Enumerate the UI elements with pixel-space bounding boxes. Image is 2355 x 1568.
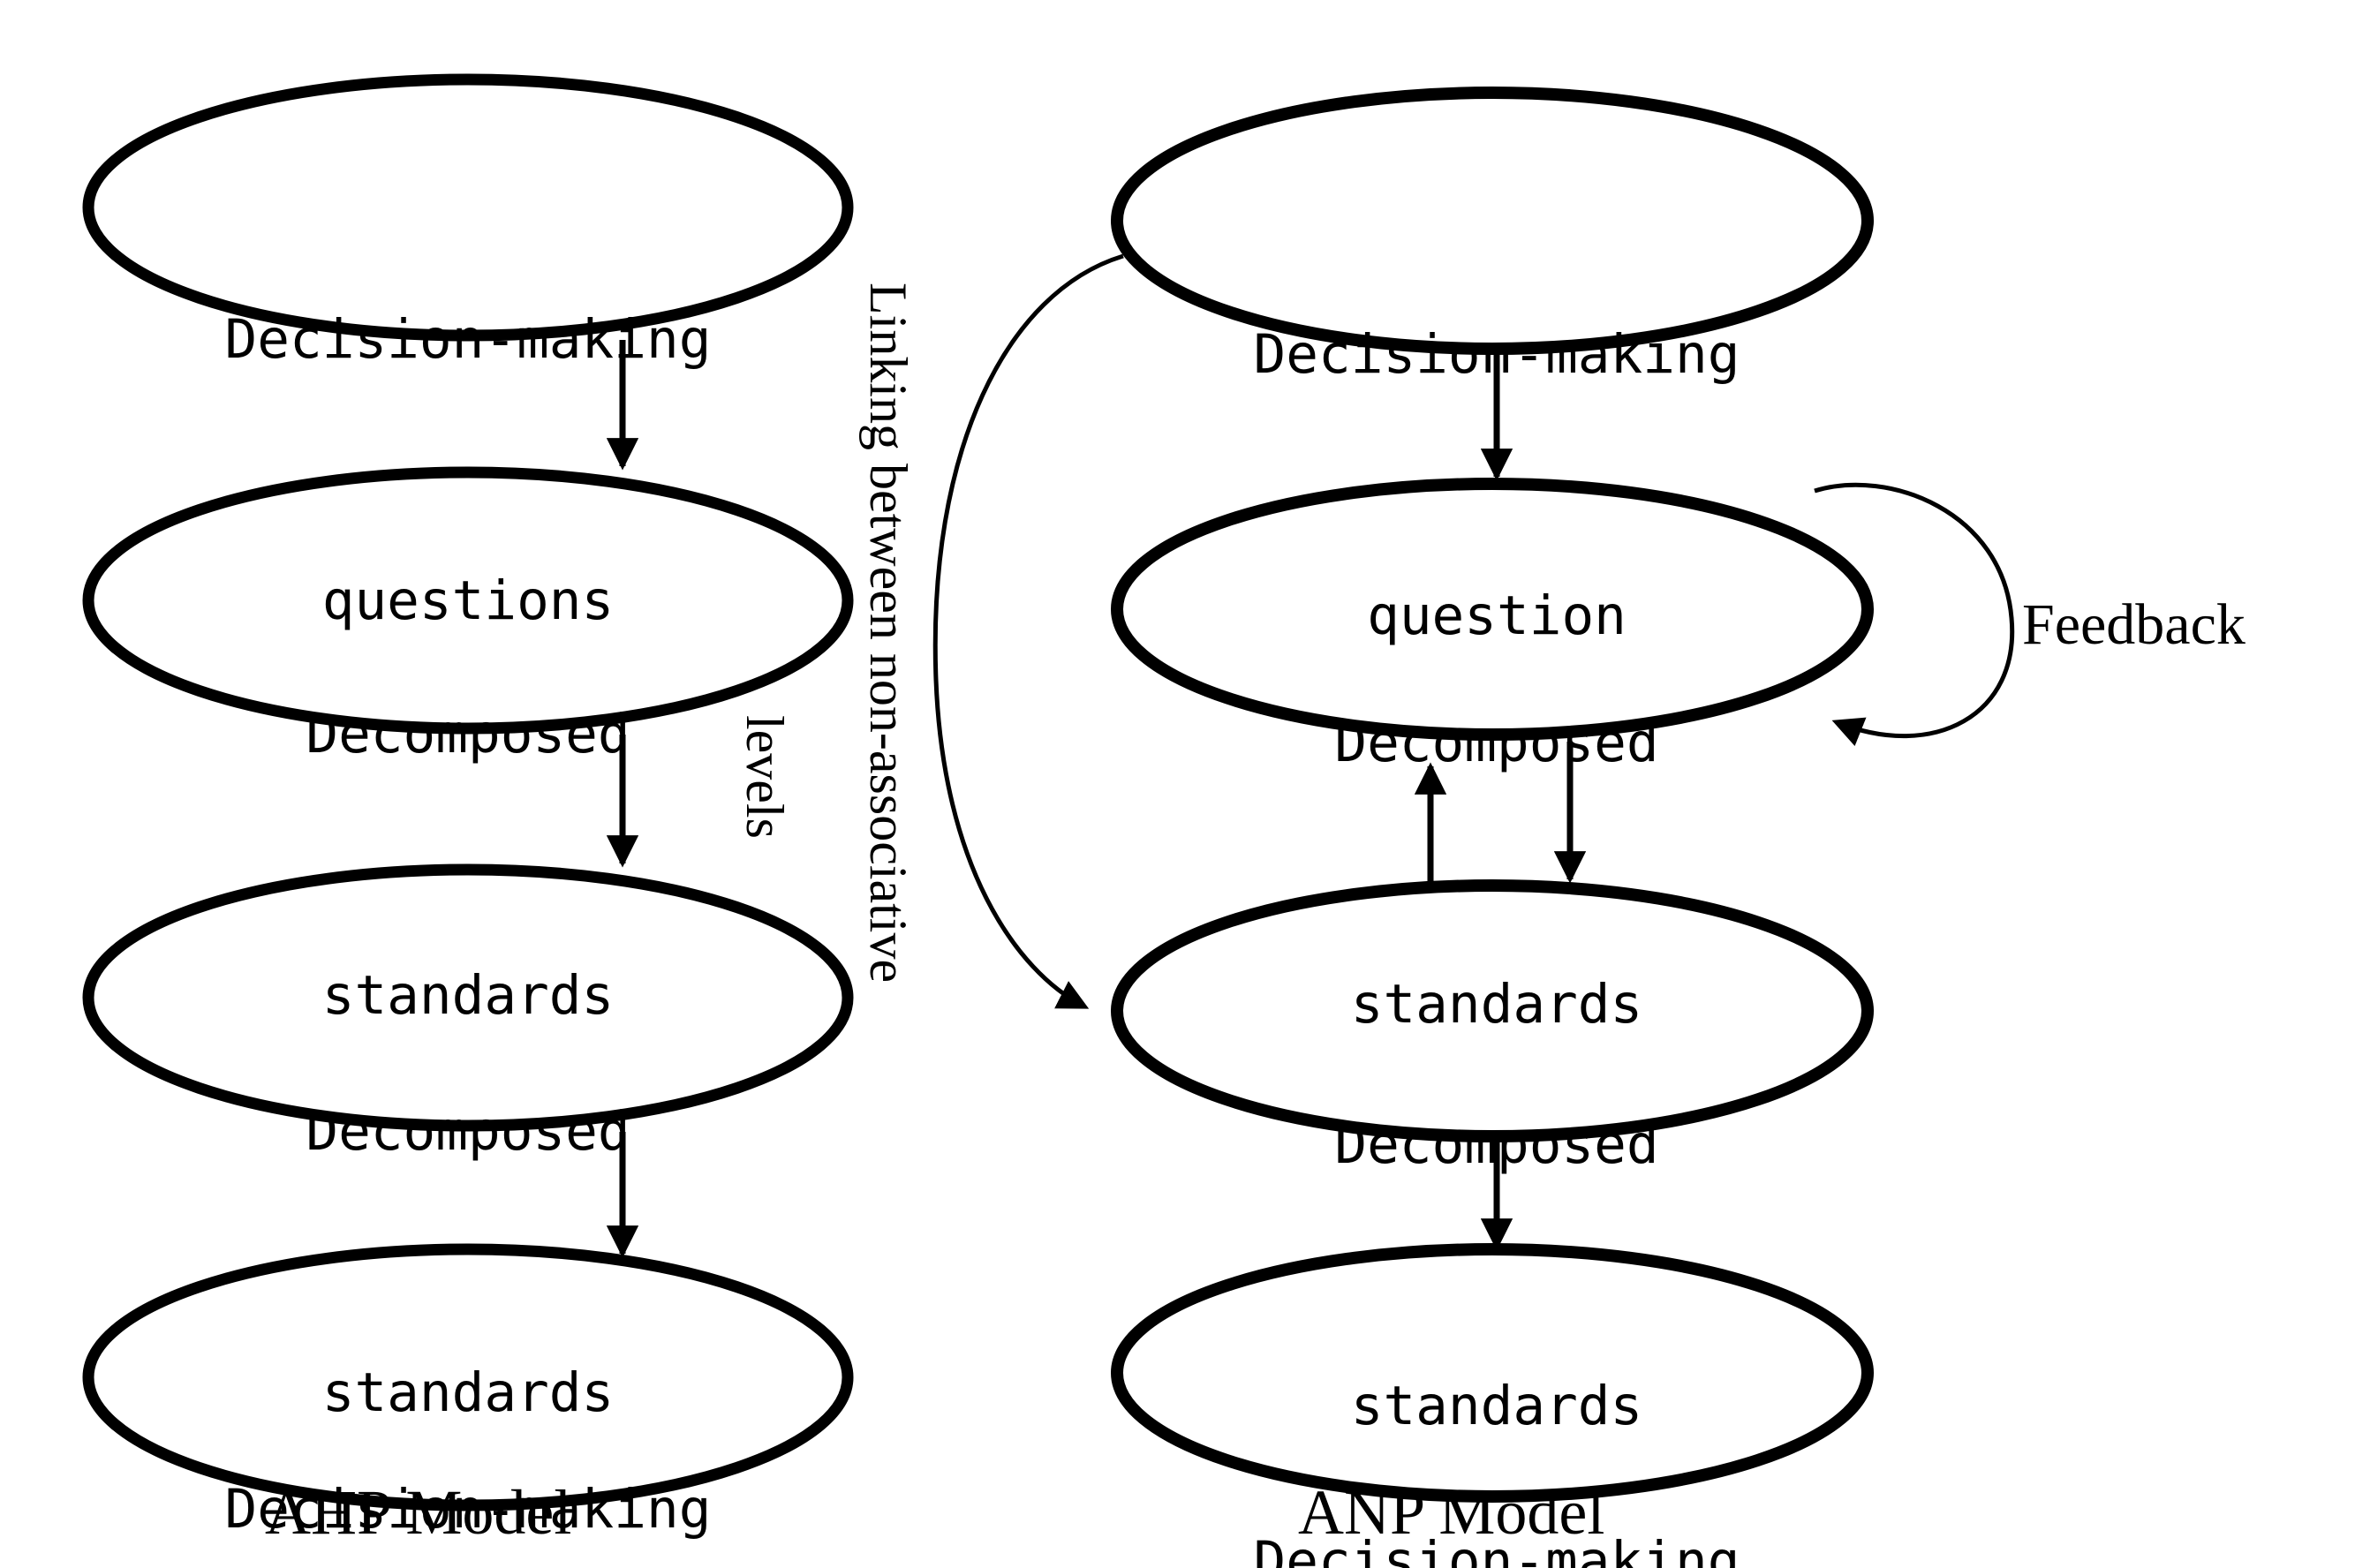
ahp-model-caption: AHP Model — [265, 1477, 572, 1548]
anp-node-decomposed-standards-2 — [1111, 879, 1874, 1142]
anp-model-caption: ANP Model — [1298, 1477, 1605, 1548]
anp-node-decision-question — [1111, 87, 1874, 355]
anp-node-decision-making — [1111, 1243, 1874, 1503]
linking-connector-arrow — [932, 253, 1124, 1009]
feedback-label: Feedback — [2022, 592, 2246, 657]
feedback-loop-arrow — [1814, 482, 2015, 747]
ahp-node-decomposed-standards-1 — [82, 466, 854, 735]
anp-node-decomposed-standards-1 — [1111, 478, 1874, 741]
linking-label: Linking between non-associative — [859, 283, 917, 984]
ahp-node-decision-project — [82, 1243, 854, 1511]
ahp-node-decomposed-standards-2 — [82, 863, 854, 1132]
levels-label: levels — [736, 715, 794, 839]
ahp-node-decision-questions — [82, 73, 854, 342]
